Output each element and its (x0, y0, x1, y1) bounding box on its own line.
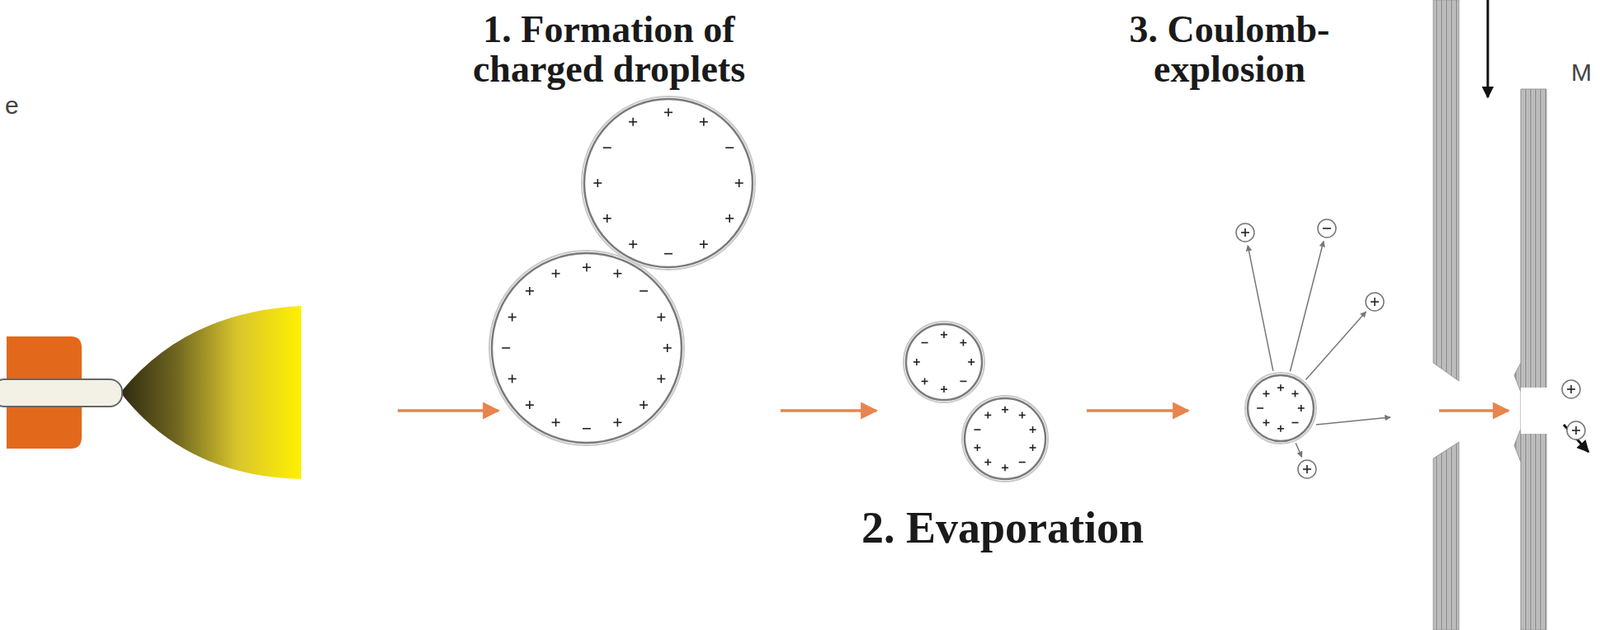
ion-trajectory (1316, 417, 1391, 425)
charge-sign (1032, 426, 1034, 434)
charge-sign (1244, 228, 1247, 237)
charge-sign (585, 263, 588, 272)
charge-sign (664, 253, 673, 255)
droplet-halo (1245, 372, 1317, 444)
process-arrow (1439, 409, 1509, 413)
charge-sign (528, 287, 531, 296)
charge-sign (667, 108, 670, 117)
stage-title: 2. Evaporation (804, 505, 1201, 553)
process-arrow (1086, 409, 1189, 413)
ion (1566, 421, 1586, 440)
charge-sign (962, 339, 965, 347)
charge-sign (1279, 384, 1282, 392)
charge-sign (703, 117, 705, 127)
charge-sign (1373, 297, 1376, 307)
charge-sign (617, 418, 619, 427)
charge-sign (924, 377, 926, 385)
charge-sign (1265, 420, 1268, 427)
charge-sign (943, 386, 945, 393)
ion-trajectory (1295, 443, 1302, 458)
droplet-halo (489, 250, 685, 446)
charge-sign (666, 344, 669, 353)
charge-sign (501, 347, 510, 350)
droplet (964, 398, 1046, 480)
ion (1365, 292, 1384, 312)
ion-trajectory (1289, 240, 1324, 372)
charge-sign (632, 117, 634, 127)
ion (1236, 223, 1255, 242)
charge-sign (1570, 385, 1572, 394)
droplet (906, 324, 982, 401)
spray-cone (120, 306, 302, 480)
cut-label: M (1571, 59, 1598, 86)
charge-sign (973, 429, 981, 431)
ion-trajectory (1305, 311, 1366, 381)
stage-title: 1. Formation of charged droplets (427, 9, 791, 90)
charge-sign (1306, 465, 1308, 474)
charge-sign (1256, 407, 1264, 410)
charge-sign (976, 444, 979, 452)
skimmer-plate (1433, 0, 1459, 382)
charge-sign (1004, 406, 1006, 414)
ion (1317, 219, 1336, 238)
skimmer-plate (1433, 442, 1459, 630)
ion (1562, 380, 1581, 399)
charge-sign (1575, 426, 1577, 435)
droplet-halo (581, 96, 756, 270)
charge-sign (660, 313, 663, 322)
charge-sign (582, 428, 591, 430)
charge-sign (1300, 405, 1303, 412)
charge-sign (959, 381, 967, 383)
skimmer-gap (1520, 387, 1548, 435)
charge-sign (970, 358, 973, 366)
charge-sign (728, 214, 731, 223)
charge-sign (555, 269, 557, 279)
droplet-halo (962, 396, 1048, 482)
charge-sign (1322, 227, 1331, 230)
gas-flow-arrow (1486, 0, 1490, 98)
charge-sign (597, 179, 600, 188)
charge-sign (632, 240, 634, 249)
charge-sign (606, 214, 609, 223)
charge-sign (1265, 390, 1268, 397)
droplet (491, 253, 682, 444)
charge-sign (528, 401, 531, 410)
charge-sign (1032, 444, 1034, 452)
charge-sign (986, 459, 989, 467)
charge-sign (1279, 425, 1282, 433)
process-arrow (780, 409, 877, 413)
charge-sign (725, 146, 734, 149)
charge-sign (1021, 411, 1024, 419)
charge-sign (921, 342, 929, 345)
charge-sign (703, 240, 705, 249)
charge-sign (738, 179, 741, 188)
charge-sign (511, 313, 514, 322)
cut-label: e (4, 92, 38, 119)
charge-sign (642, 401, 645, 410)
charge-sign (1004, 464, 1006, 472)
charge-sign (555, 418, 557, 427)
charge-sign (915, 358, 918, 366)
droplet (1247, 375, 1314, 442)
charge-sign (1292, 422, 1299, 425)
ion-trajectory (1247, 245, 1274, 372)
charge-sign (986, 411, 989, 419)
skimmer-plate (1514, 89, 1547, 630)
charge-sign (639, 290, 648, 293)
charge-sign (1019, 462, 1026, 464)
charge-sign (617, 269, 619, 279)
ion (1297, 460, 1317, 479)
charge-sign (1294, 390, 1297, 397)
charge-sign (603, 146, 612, 149)
capillary (0, 379, 123, 407)
process-arrow (397, 409, 499, 413)
charge-sign (660, 374, 663, 383)
droplet (584, 99, 753, 268)
stage-title: 3. Coulomb- explosion (1097, 9, 1362, 90)
charge-sign (511, 374, 514, 383)
droplet-halo (903, 321, 985, 403)
charge-sign (943, 331, 945, 339)
